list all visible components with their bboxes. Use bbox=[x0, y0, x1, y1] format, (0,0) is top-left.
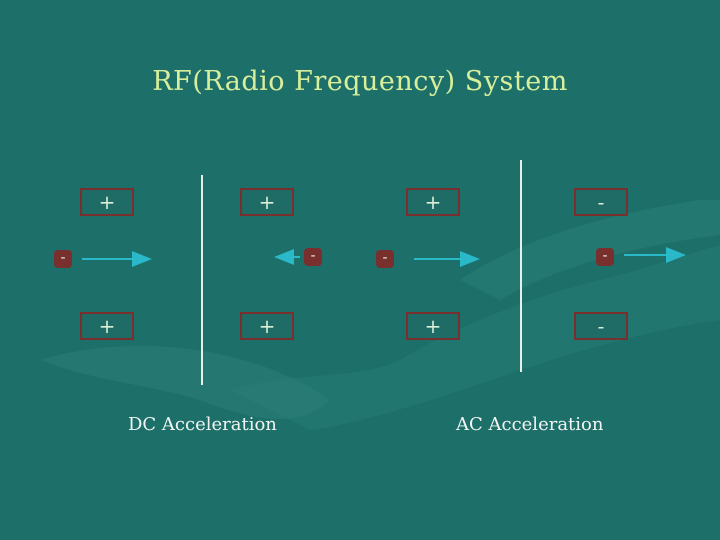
dc-plate-top-right: + bbox=[240, 188, 294, 216]
ac-plate-bottom-right: - bbox=[574, 312, 628, 340]
dc-ion-left: - bbox=[54, 250, 72, 268]
dc-plate-bottom-left: + bbox=[80, 312, 134, 340]
ac-ion-right: - bbox=[596, 248, 614, 266]
ac-plate-top-right: - bbox=[574, 188, 628, 216]
dc-caption: DC Acceleration bbox=[128, 414, 277, 435]
ac-caption: AC Acceleration bbox=[456, 414, 604, 435]
dc-plate-top-left: + bbox=[80, 188, 134, 216]
ac-ion-left: - bbox=[376, 250, 394, 268]
dc-plate-bottom-right: + bbox=[240, 312, 294, 340]
page-title: RF(Radio Frequency) System bbox=[152, 66, 568, 97]
ac-divider bbox=[520, 160, 522, 372]
dc-ion-right: - bbox=[304, 248, 322, 266]
dc-divider bbox=[201, 175, 203, 385]
ac-plate-top-left: + bbox=[406, 188, 460, 216]
ac-plate-bottom-left: + bbox=[406, 312, 460, 340]
